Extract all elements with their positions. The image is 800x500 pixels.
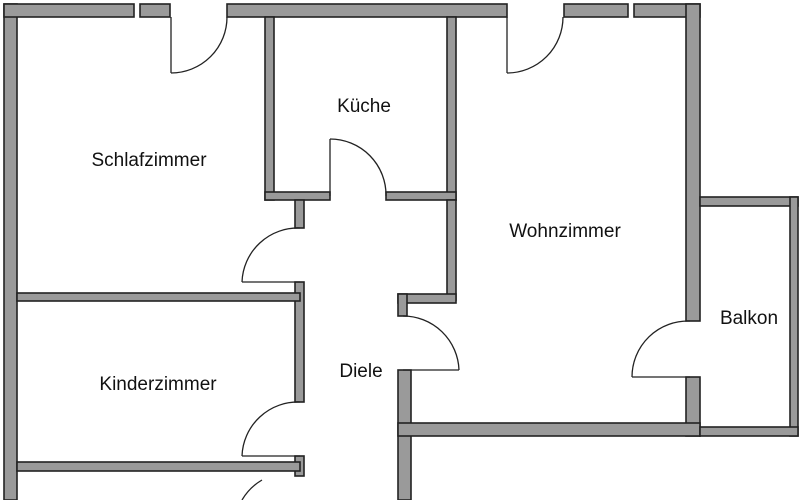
wall-kitchen-right: [446, 16, 457, 201]
wall-balcony-bottom: [699, 426, 799, 437]
room-label-diele: Diele: [339, 361, 382, 382]
wall-balcony-right: [789, 196, 799, 437]
wall-living-bottom: [397, 422, 701, 437]
wall-top-left-stub: [139, 3, 171, 18]
walls: [3, 3, 799, 500]
wall-kitchen-bottom-left: [264, 191, 331, 201]
wall-hall-right-stub: [397, 293, 408, 317]
wall-living-right-upper: [685, 3, 701, 322]
wall-top-left: [3, 3, 135, 18]
wall-hall-right-upper: [446, 199, 457, 301]
wall-kitchen-bottom-right: [385, 191, 457, 201]
room-label-schlafzimmer: Schlafzimmer: [91, 150, 207, 171]
wall-hall-left-top: [294, 199, 305, 229]
door-hall-to-living: [402, 315, 460, 371]
wall-kitchen-left: [264, 16, 275, 201]
room-label-kinderzimmer: Kinderzimmer: [99, 374, 217, 395]
room-label-wohnzimmer: Wohnzimmer: [509, 221, 621, 242]
door-hall-to-bedroom: [241, 227, 301, 283]
room-label-kueche: Küche: [337, 96, 391, 117]
door-kidsroom: [241, 401, 301, 457]
wall-partition-bedroom: [16, 292, 301, 302]
door-balcony: [631, 320, 691, 378]
room-labels: Schlafzimmer Küche Wohnzimmer Balkon Kin…: [91, 96, 778, 395]
door-bottom-room: [241, 479, 263, 500]
wall-top-right: [563, 3, 629, 18]
room-label-balkon: Balkon: [720, 308, 778, 329]
door-living-top: [506, 16, 564, 74]
doors: [170, 16, 691, 500]
wall-outer-left: [3, 3, 18, 500]
wall-partition-kidsroom: [16, 461, 301, 472]
door-bedroom: [170, 16, 228, 74]
wall-balcony-top: [699, 196, 799, 207]
wall-top-middle: [226, 3, 508, 18]
door-kitchen: [329, 138, 387, 197]
